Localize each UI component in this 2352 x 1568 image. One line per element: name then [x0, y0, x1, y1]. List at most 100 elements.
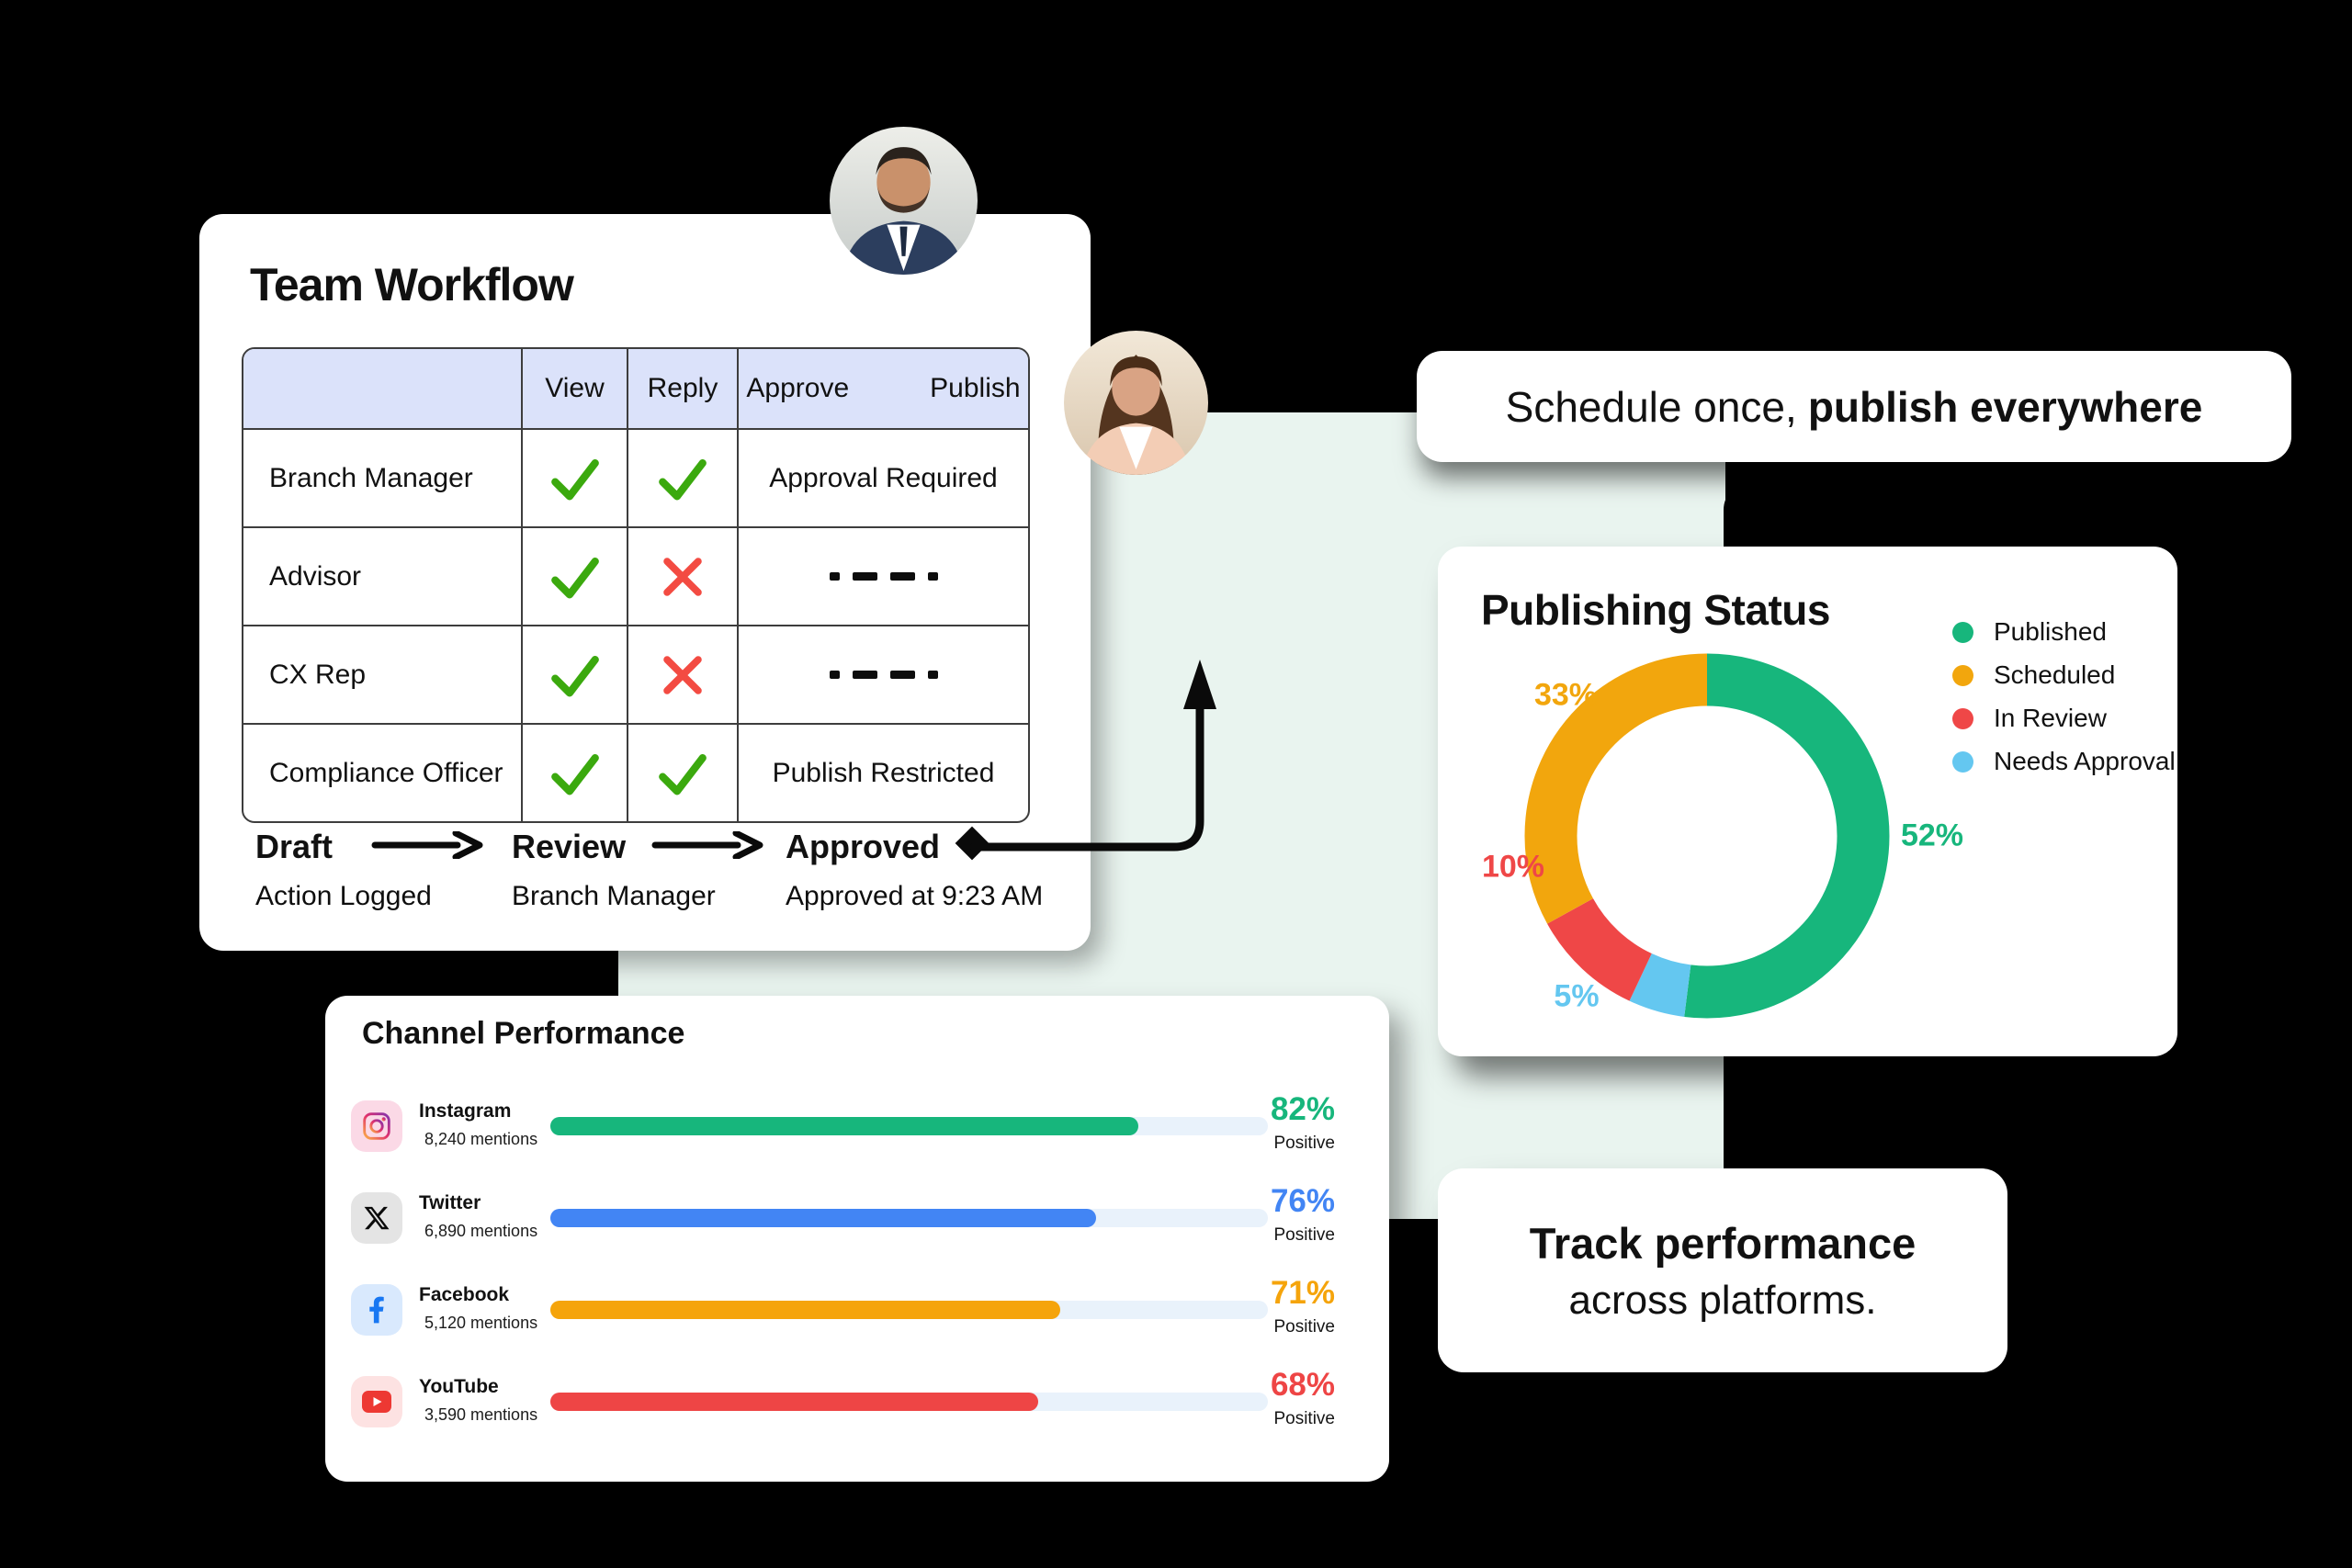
arrow-right-icon [651, 831, 763, 859]
instagram-icon [351, 1100, 402, 1152]
cross-icon [656, 550, 709, 604]
permissions-table: View Reply Approve Publish Branch Manage… [242, 347, 1030, 823]
schedule-text-regular: Schedule once, [1505, 382, 1797, 431]
channel-mentions: 3,590 mentions [424, 1405, 538, 1424]
team-workflow-card: Team Workflow View Reply Approve Publish… [199, 214, 1091, 951]
arrow-up-head-icon [1183, 660, 1216, 709]
role-label: Advisor [269, 560, 362, 592]
flow-stage-review: Review Branch Manager [512, 828, 716, 912]
workflow-card-title: Team Workflow [250, 259, 574, 310]
legend-label: Published [1994, 617, 2107, 646]
channel-row-youtube: YouTube 3,590 mentions 68% Positive [325, 1356, 1389, 1448]
restricted-dashes [829, 671, 938, 679]
x-twitter-icon [351, 1192, 402, 1244]
curved-arrow-connector [969, 660, 1216, 852]
header-approve-publish: Approve Publish [737, 349, 1028, 428]
positive-label: Positive [1273, 1225, 1335, 1245]
positive-label: Positive [1273, 1134, 1335, 1153]
youtube-icon [351, 1376, 402, 1427]
channel-mentions: 5,120 mentions [424, 1314, 538, 1332]
track-text-regular: across platforms. [1568, 1277, 1877, 1323]
legend-item-in-review: In Review [1952, 700, 2107, 737]
positive-percent: 68% [1270, 1367, 1335, 1403]
header-empty-cell [243, 349, 521, 428]
publishing-donut-chart [1524, 653, 1890, 1019]
channel-mentions: 8,240 mentions [424, 1130, 538, 1148]
sentiment-bar-fill [550, 1393, 1039, 1411]
channel-name: YouTube [419, 1376, 499, 1397]
channel-row-instagram: Instagram 8,240 mentions 82% Positive [325, 1080, 1389, 1172]
avatar-female-team-member [1064, 331, 1208, 475]
stage-note: Approved at 9:23 AM [786, 881, 1044, 911]
role-label: Compliance Officer [269, 757, 503, 788]
table-row: Advisor [243, 526, 1028, 625]
check-icon [656, 747, 709, 800]
check-icon [548, 649, 602, 702]
sentiment-bar-fill [550, 1209, 1096, 1227]
stage-label: Review [512, 828, 627, 865]
stage-label: Approved [786, 828, 941, 865]
positive-percent: 82% [1270, 1091, 1335, 1127]
sentiment-bar-track [550, 1117, 1268, 1135]
check-icon [548, 452, 602, 505]
role-label: Branch Manager [269, 462, 473, 493]
table-row: CX Rep [243, 625, 1028, 723]
check-icon [548, 550, 602, 604]
header-view: View [521, 349, 627, 428]
flow-stage-approved: Approved Approved at 9:23 AM [786, 828, 1043, 912]
publishing-status-card: Publishing Status 33% 10% 5% 52% Publish… [1438, 547, 2177, 1056]
slice-label-needs-approval: 5% [1554, 978, 1600, 1014]
legend-dot [1952, 664, 1973, 686]
legend-item-scheduled: Scheduled [1952, 657, 2115, 694]
schedule-text-bold: publish everywhere [1807, 382, 2203, 431]
permission-label: Publish Restricted [772, 757, 995, 788]
stage-label: Draft [255, 828, 334, 865]
channel-name: Facebook [419, 1284, 510, 1305]
stage-note: Branch Manager [512, 881, 716, 911]
sentiment-bar-track [550, 1301, 1268, 1319]
channel-performance-card: Channel Performance Instagram 8,240 ment… [325, 996, 1389, 1482]
legend-dot [1952, 750, 1973, 773]
header-reply: Reply [627, 349, 737, 428]
slice-label-scheduled: 33% [1533, 677, 1598, 713]
positive-percent: 76% [1270, 1183, 1335, 1219]
legend-dot [1952, 707, 1973, 729]
channel-name: Twitter [419, 1192, 481, 1213]
table-row: Branch Manager Approval Required [243, 428, 1028, 526]
channel-row-twitter: Twitter 6,890 mentions 76% Positive [325, 1172, 1389, 1264]
legend-label: In Review [1994, 704, 2107, 732]
positive-label: Positive [1273, 1409, 1335, 1428]
legend-label: Scheduled [1994, 660, 2116, 689]
legend-label: Needs Approval [1994, 747, 2176, 775]
cross-icon [656, 649, 709, 702]
track-performance-banner: Track performance across platforms. [1438, 1168, 2007, 1372]
slice-label-published: 52% [1900, 818, 1964, 853]
sentiment-bar-track [550, 1393, 1268, 1411]
channel-name: Instagram [419, 1100, 512, 1122]
check-icon [548, 747, 602, 800]
publishing-card-title: Publishing Status [1481, 586, 1830, 634]
track-text-bold: Track performance [1529, 1218, 1917, 1268]
table-row: Compliance Officer Publish Restricted [243, 723, 1028, 821]
facebook-icon [351, 1284, 402, 1336]
sentiment-bar-fill [550, 1301, 1060, 1319]
sentiment-bar-fill [550, 1117, 1139, 1135]
legend-item-published: Published [1952, 614, 2107, 650]
channel-mentions: 6,890 mentions [424, 1222, 538, 1240]
legend-item-needs-approval: Needs Approval [1952, 743, 2176, 780]
stage-note: Action Logged [255, 881, 432, 911]
legend-dot [1952, 621, 1973, 643]
slice-label-in-review: 10% [1481, 849, 1545, 885]
sentiment-bar-track [550, 1209, 1268, 1227]
positive-label: Positive [1273, 1317, 1335, 1337]
header-publish: Publish [930, 373, 1021, 403]
arrow-right-icon [371, 831, 483, 859]
header-approve: Approve [746, 373, 850, 403]
restricted-dashes [829, 572, 938, 581]
check-icon [656, 452, 709, 505]
donut-slice-scheduled [1524, 653, 1890, 1019]
table-header-row: View Reply Approve Publish [243, 349, 1028, 428]
avatar-male-team-member [830, 127, 978, 275]
channel-row-facebook: Facebook 5,120 mentions 71% Positive [325, 1264, 1389, 1356]
